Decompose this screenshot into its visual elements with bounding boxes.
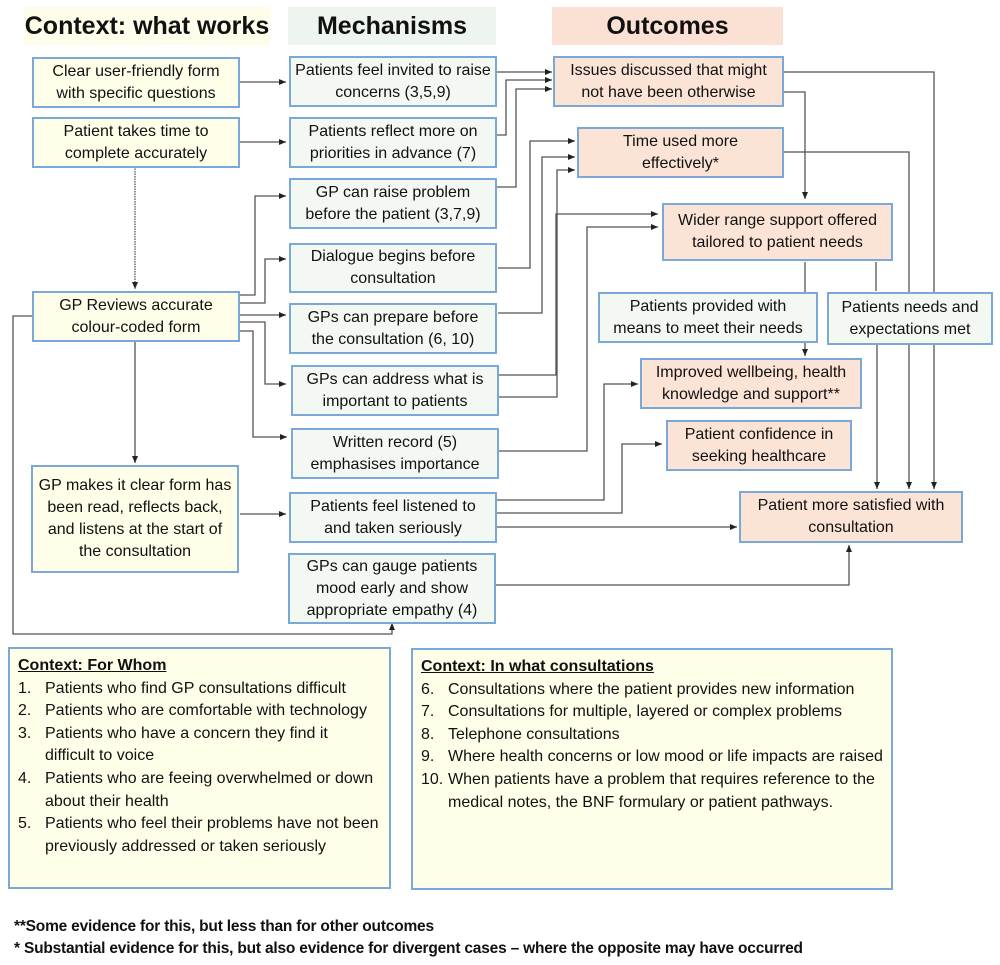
list-item-number: 9. (421, 748, 435, 766)
list-item-text: Patients who are comfortable with techno… (45, 702, 367, 720)
mechanism-box-raise: GP can raise problem before the patient … (289, 178, 497, 229)
connector-listened-wellbeing (496, 381, 638, 501)
outcome-box-issues: Issues discussed that might not have bee… (553, 56, 784, 107)
list-item-text: Patients who have a concern they find it… (45, 724, 328, 765)
outcome-box-satisfied: Patient more satisfied with consultation (739, 491, 963, 543)
connector-dialogue-time (498, 138, 575, 269)
outcome-box-wider: Wider range support offered tailored to … (662, 203, 893, 261)
list-item: 8. Telephone consultations (421, 724, 883, 747)
list-item: 1. Patients who find GP consultations dif… (18, 678, 381, 701)
list-item-number: 10. (421, 770, 444, 788)
list-item-text: When patients have a problem that requir… (448, 770, 875, 811)
list-item: 2. Patients who are comfortable with tech… (18, 700, 381, 723)
outcome-box-wellbeing: Improved wellbeing, health knowledge and… (640, 358, 862, 409)
mechanism-box-means: Patients provided with means to meet the… (598, 292, 818, 343)
list-item: 4. Patients who are feeing overwhelmed or… (18, 768, 381, 813)
list-item-number: 8. (421, 725, 435, 743)
mechanism-box-address: GPs can address what is important to pat… (291, 365, 499, 416)
mechanism-box-needs-met: Patients needs and expectations met (827, 292, 993, 345)
connector-issues-wider (784, 91, 808, 199)
list-item-number: 1. (18, 679, 32, 697)
context-box-form: Clear user-friendly form with specific q… (32, 57, 240, 108)
connector-gauge-satisfied (496, 545, 852, 586)
panel-in-what-consultations: Context: In what consultations 6. Consult… (411, 648, 893, 890)
connector-review-address (240, 321, 286, 387)
outcome-box-time-used: Time used more effectively* (577, 127, 784, 178)
header-context: Context: what works (24, 7, 270, 45)
footnote-double-star: **Some evidence for this, but less than … (14, 918, 434, 935)
mechanism-box-dialogue: Dialogue begins before consultation (289, 243, 497, 293)
panel-for-whom: Context: For Whom 1. Patients who find GP… (8, 647, 391, 889)
list-item: 5. Patients who feel their problems have … (18, 813, 381, 858)
mechanism-box-written: Written record (5) emphasises importance (291, 428, 499, 479)
mechanism-box-gauge: GPs can gauge patients mood early and sh… (288, 553, 496, 624)
list-item: 7. Consultations for multiple, layered or… (421, 701, 883, 724)
footnote-single-star: * Substantial evidence for this, but als… (14, 940, 803, 957)
context-box-review: GP Reviews accurate colour-coded form (32, 291, 240, 342)
list-item-text: Consultations where the patient provides… (448, 680, 855, 698)
list-item-number: 4. (18, 769, 32, 787)
list-item-text: Patients who feel their problems have no… (45, 815, 379, 855)
list-item-number: 6. (421, 680, 435, 698)
header-outcomes: Outcomes (552, 7, 783, 45)
mechanism-box-listened: Patients feel listened to and taken seri… (289, 492, 497, 543)
connector-review-raise (240, 193, 286, 296)
list-item: 9. Where health concerns or low mood or l… (421, 746, 883, 769)
list-item-text: Patients who find GP consultations diffi… (45, 679, 346, 697)
mechanism-box-prepare: GPs can prepare before the consultation … (289, 303, 497, 354)
context-box-clear: GP makes it clear form has been read, re… (31, 465, 239, 573)
connector-raise-issues (496, 86, 552, 188)
list-item-number: 7. (421, 703, 435, 721)
list-item-text: Patients who are feeing overwhelmed or d… (45, 769, 374, 810)
connector-review-dialogue (240, 256, 286, 304)
header-mechanisms: Mechanisms (288, 7, 496, 45)
connector-reflect-issues (496, 77, 552, 136)
panel-consultations-title: Context: In what consultations (421, 658, 654, 675)
consultations-list: 6. Consultations where the patient provid… (421, 679, 883, 815)
outcome-box-confidence: Patient confidence in seeking healthcare (666, 420, 852, 471)
list-item: 3. Patients who have a concern they find … (18, 723, 381, 768)
list-item-text: Telephone consultations (448, 725, 620, 743)
list-item: 6. Consultations where the patient provid… (421, 679, 883, 702)
mechanism-box-reflect: Patients reflect more on priorities in a… (289, 117, 497, 168)
connector-review-written (240, 330, 287, 440)
list-item-number: 3. (18, 724, 32, 742)
list-item: 10.When patients have a problem that req… (421, 769, 883, 814)
mechanism-box-invited: Patients feel invited to raise concerns … (289, 56, 497, 107)
for-whom-list: 1. Patients who find GP consultations dif… (18, 678, 381, 859)
list-item-text: Where health concerns or low mood or lif… (448, 748, 883, 766)
connector-listened-confidence (496, 441, 662, 514)
connector-prepare-time (498, 154, 575, 314)
list-item-number: 5. (18, 815, 32, 833)
panel-for-whom-title: Context: For Whom (18, 657, 167, 674)
connector-address-time (498, 167, 575, 398)
context-box-time: Patient takes time to complete accuratel… (32, 117, 240, 168)
list-item-number: 2. (18, 702, 32, 720)
list-item-text: Consultations for multiple, layered or c… (448, 703, 842, 721)
